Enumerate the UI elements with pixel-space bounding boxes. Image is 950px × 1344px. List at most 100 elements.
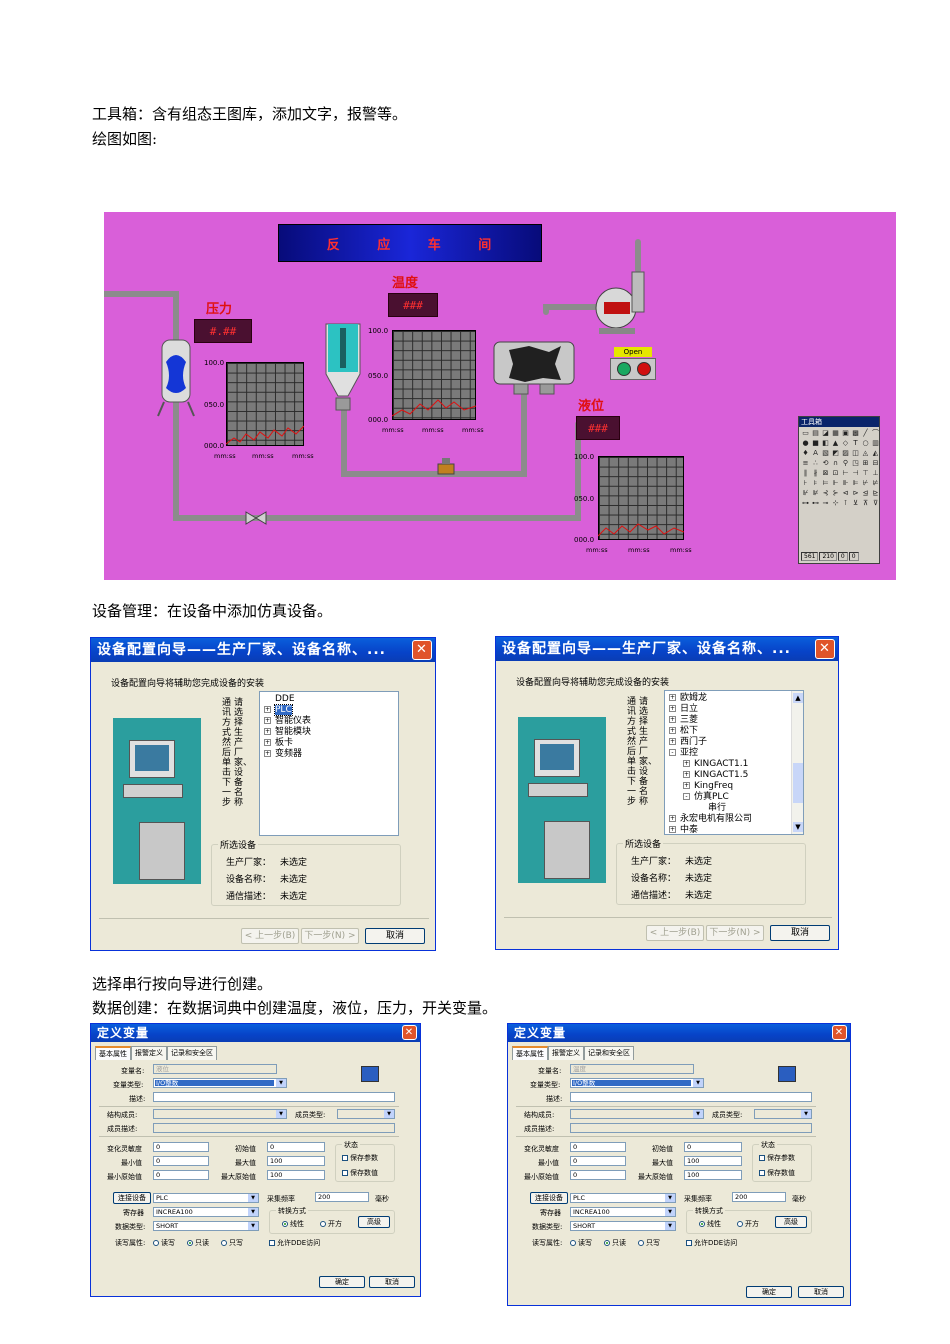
expand-icon[interactable]: + bbox=[683, 782, 690, 789]
open-button[interactable]: Open bbox=[614, 347, 652, 357]
expand-icon[interactable]: + bbox=[669, 826, 676, 833]
toolbox-tool-icon[interactable]: ▣ bbox=[842, 429, 849, 437]
member-desc-input[interactable] bbox=[153, 1123, 395, 1133]
expand-icon[interactable]: + bbox=[683, 760, 690, 767]
scroll-thumb[interactable] bbox=[793, 763, 803, 803]
toolbox-tool-icon[interactable]: ⊺ bbox=[843, 499, 848, 507]
min-raw-input[interactable]: 0 bbox=[153, 1170, 209, 1180]
toolbox-tool-icon[interactable]: ⌒ bbox=[872, 429, 879, 437]
tree-item[interactable]: +松下 bbox=[669, 726, 789, 737]
sample-input[interactable]: 200 bbox=[315, 1192, 369, 1202]
toolbox-tool-icon[interactable]: ◭ bbox=[872, 449, 879, 457]
desc-input[interactable] bbox=[570, 1092, 812, 1102]
struct-select[interactable]: ▼ bbox=[570, 1109, 704, 1119]
toolbox-tool-icon[interactable]: ⊢ bbox=[842, 469, 849, 477]
toolbox-tool-icon[interactable]: ⊭ bbox=[872, 479, 879, 487]
toolbox-tool-icon[interactable]: ⊤ bbox=[862, 469, 869, 477]
toolbox-tool-icon[interactable]: ▨ bbox=[842, 449, 849, 457]
sensitivity-input[interactable]: 0 bbox=[153, 1142, 209, 1152]
toolbox-tool-icon[interactable]: ♦ bbox=[802, 449, 809, 457]
toolbox-tool-icon[interactable]: ◬ bbox=[862, 449, 869, 457]
toolbox-tool-icon[interactable]: ⊨ bbox=[822, 479, 829, 487]
tree-item[interactable]: +KINGACT1.1 bbox=[669, 759, 789, 770]
tree-item[interactable]: +智能仪表 bbox=[264, 716, 394, 727]
var-type-select[interactable]: I/O整数▼ bbox=[153, 1078, 287, 1088]
rw-radio-readwrite[interactable]: 读写 bbox=[570, 1238, 592, 1248]
tree-item[interactable]: +三菱 bbox=[669, 715, 789, 726]
struct-select[interactable]: ▼ bbox=[153, 1109, 287, 1119]
rw-radio-writeonly[interactable]: 只写 bbox=[638, 1238, 660, 1248]
desc-input[interactable] bbox=[153, 1092, 395, 1102]
toolbox-tool-icon[interactable]: ◧ bbox=[822, 439, 829, 447]
next-button[interactable]: 下一步(N) > bbox=[706, 925, 764, 941]
toolbox-tool-icon[interactable]: ■ bbox=[812, 439, 819, 447]
expand-icon[interactable]: + bbox=[264, 750, 271, 757]
prev-button[interactable]: < 上一步(B) bbox=[241, 928, 299, 944]
expand-icon[interactable]: + bbox=[669, 716, 676, 723]
sample-input[interactable]: 200 bbox=[732, 1192, 786, 1202]
red-stop-button[interactable] bbox=[637, 362, 651, 376]
toolbox-tool-icon[interactable]: ▩ bbox=[852, 429, 859, 437]
toolbox-tool-icon[interactable]: ▭ bbox=[802, 429, 809, 437]
tree-item[interactable]: +欧姆龙 bbox=[669, 693, 789, 704]
expand-icon[interactable]: + bbox=[669, 738, 676, 745]
toolbox-tool-icon[interactable]: ⊼ bbox=[862, 499, 869, 507]
toolbox-tool-icon[interactable]: ⊡ bbox=[832, 469, 839, 477]
expand-icon[interactable]: - bbox=[683, 793, 690, 800]
toolbox-tool-icon[interactable]: ⊷ bbox=[812, 499, 819, 507]
variable-browse-icon[interactable] bbox=[361, 1066, 379, 1082]
toolbox-tool-icon[interactable]: ⊶ bbox=[802, 499, 809, 507]
save-params-checkbox[interactable]: 保存参数 bbox=[342, 1153, 378, 1163]
close-button[interactable]: ✕ bbox=[815, 639, 835, 659]
toolbox-tool-icon[interactable]: ○ bbox=[862, 439, 869, 447]
min-input[interactable]: 0 bbox=[570, 1156, 626, 1166]
max-raw-input[interactable]: 100 bbox=[267, 1170, 325, 1180]
toolbox-tool-icon[interactable]: ∩ bbox=[832, 459, 839, 467]
cancel-button[interactable]: 取消 bbox=[365, 928, 425, 944]
toolbox-tool-icon[interactable]: ⊞ bbox=[862, 459, 869, 467]
cancel-button[interactable]: 取消 bbox=[770, 925, 830, 941]
expand-icon[interactable] bbox=[697, 804, 704, 811]
toolbox-tool-icon[interactable]: ⊴ bbox=[862, 489, 869, 497]
var-type-select[interactable]: I/O整数▼ bbox=[570, 1078, 704, 1088]
expand-icon[interactable]: - bbox=[669, 749, 676, 756]
min-raw-input[interactable]: 0 bbox=[570, 1170, 626, 1180]
close-button[interactable]: ✕ bbox=[412, 640, 432, 660]
device-tree[interactable]: +欧姆龙+日立+三菱+松下+西门子-亚控+KINGACT1.1+KINGACT1… bbox=[664, 690, 804, 835]
tree-item[interactable]: DDE bbox=[264, 694, 394, 705]
toolbox-tool-icon[interactable]: ◪ bbox=[822, 429, 829, 437]
toolbox-tool-icon[interactable]: ▥ bbox=[872, 439, 879, 447]
init-input[interactable]: 0 bbox=[684, 1142, 742, 1152]
toolbox-tool-icon[interactable]: ⚲ bbox=[842, 459, 849, 467]
tree-item[interactable]: 串行 bbox=[669, 803, 789, 814]
max-input[interactable]: 100 bbox=[684, 1156, 742, 1166]
close-button[interactable]: ✕ bbox=[832, 1025, 847, 1040]
cancel-button[interactable]: 取消 bbox=[369, 1276, 415, 1288]
tree-item[interactable]: +日立 bbox=[669, 704, 789, 715]
expand-icon[interactable]: + bbox=[669, 705, 676, 712]
datatype-select[interactable]: SHORT▼ bbox=[570, 1221, 676, 1231]
toolbox-tool-icon[interactable]: ∥ bbox=[803, 469, 808, 477]
close-button[interactable]: ✕ bbox=[402, 1025, 417, 1040]
toolbox-tool-icon[interactable]: ⊱ bbox=[832, 489, 839, 497]
tab-record[interactable]: 记录和安全区 bbox=[167, 1046, 217, 1060]
tab-record[interactable]: 记录和安全区 bbox=[584, 1046, 634, 1060]
tab-alarm[interactable]: 报警定义 bbox=[131, 1046, 167, 1060]
max-input[interactable]: 100 bbox=[267, 1156, 325, 1166]
expand-icon[interactable]: + bbox=[669, 694, 676, 701]
toolbox-tool-icon[interactable]: ⊳ bbox=[852, 489, 859, 497]
toolbox-tool-icon[interactable]: ▧ bbox=[822, 449, 829, 457]
toolbox-tool-icon[interactable]: T bbox=[853, 439, 858, 447]
toolbox-tool-icon[interactable]: ⊫ bbox=[852, 479, 859, 487]
toolbox-tool-icon[interactable]: ⊸ bbox=[822, 499, 829, 507]
toolbox-tool-icon[interactable]: ⊬ bbox=[862, 479, 869, 487]
init-input[interactable]: 0 bbox=[267, 1142, 325, 1152]
connect-device-button[interactable]: 连接设备 bbox=[530, 1192, 568, 1204]
toolbox-tool-icon[interactable]: ⊹ bbox=[832, 499, 839, 507]
linear-radio[interactable]: 线性 bbox=[282, 1219, 304, 1229]
expand-icon[interactable]: + bbox=[669, 815, 676, 822]
register-select[interactable]: INCREA100▼ bbox=[570, 1207, 676, 1217]
sqrt-radio[interactable]: 开方 bbox=[737, 1219, 759, 1229]
expand-icon[interactable]: + bbox=[683, 771, 690, 778]
toolbox-tool-icon[interactable]: ⊽ bbox=[872, 499, 879, 507]
